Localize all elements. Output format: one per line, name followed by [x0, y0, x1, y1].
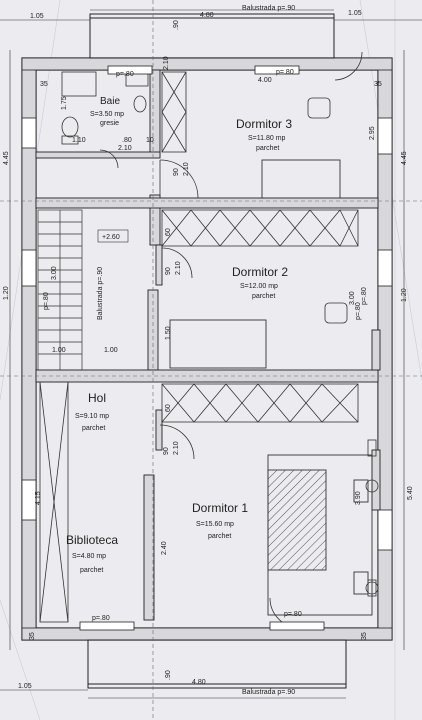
dim-right-445: 4.45 [401, 151, 408, 165]
dim-210b: 2.10 [118, 145, 132, 152]
dim-right-540: 5.40 [407, 486, 414, 500]
window-openings [21, 65, 393, 631]
dim-left-445: 4.45 [3, 151, 10, 165]
room-name: Dormitor 1 [192, 501, 248, 515]
room-area: S=9.10 mp [75, 413, 109, 420]
dim-bottom-90: .90 [165, 670, 172, 680]
room-baie: Baie S=3.50 mp gresie [90, 96, 124, 127]
bathroom-fixtures [61, 69, 149, 145]
dim-bottom-balustrade: Balustrada p=.90 [242, 689, 295, 696]
dimension-lines [0, 9, 422, 699]
dim-100a: 1.00 [52, 347, 66, 354]
room-biblioteca: Biblioteca S=4.80 mp parchet [66, 533, 118, 574]
dim-110: 1.10 [72, 137, 86, 144]
dim-p80c: p=.80 [43, 292, 50, 310]
room-hol: Hol S=9.10 mp parchet [75, 391, 109, 432]
dim-bottom-mid: 4.80 [192, 679, 206, 686]
dim-100b: 1.00 [104, 347, 118, 354]
dim-left-120: 1.20 [3, 286, 10, 300]
dimension-labels: 1.05 4.80 Balustrada p=.90 1.05 .90 1.05… [3, 5, 414, 696]
dim-p80a: p=.80 [116, 71, 134, 78]
room-area: S=11.80 mp [248, 135, 286, 142]
room-name: Dormitor 3 [236, 117, 292, 131]
dim-210: 2.10 [163, 56, 170, 70]
dim-35a: 35 [40, 81, 48, 88]
room-finish: parchet [256, 145, 279, 152]
room-finish: parchet [82, 425, 105, 432]
dim-top-mid: 4.80 [200, 12, 214, 19]
dim-35d: 35 [361, 632, 368, 640]
room-finish: gresie [100, 120, 119, 127]
dim-p80g: p=.80 [355, 302, 362, 320]
dim-top-balustrade: Balustrada p=.90 [242, 5, 295, 12]
bottom-balcony [87, 639, 347, 689]
elevation-tag-box [97, 229, 129, 243]
dim-35c: 35 [29, 632, 36, 640]
dim-p80b: p=.80 [276, 69, 294, 76]
room-finish: parchet [80, 567, 103, 574]
dim-390: 3.90 [355, 491, 362, 505]
dim-210c: 2.10 [175, 261, 182, 275]
stair-balustrade: Balustrada p=.90 [97, 267, 104, 320]
dim-35b: 35 [374, 81, 382, 88]
room-name: Hol [88, 391, 106, 405]
dim-80: .80 [122, 137, 132, 144]
dim-p80d: p=.80 [361, 287, 368, 305]
room-finish: parchet [252, 293, 275, 300]
dim-right-120: 1.20 [401, 288, 408, 302]
dim-240: 2.40 [161, 541, 168, 555]
room-name: Biblioteca [66, 533, 118, 547]
dim-90c: 90 [173, 168, 180, 176]
dim-p80f: p=.80 [284, 611, 302, 618]
dim-bottom-left: 1.05 [18, 683, 32, 690]
dim-210d: 2.10 [173, 441, 180, 455]
dim-175: 1.75 [61, 96, 68, 110]
room-finish: parchet [208, 533, 231, 540]
dim-60b: 60 [165, 404, 172, 412]
dim-300a: 3.00 [51, 266, 58, 280]
room-area: S=3.50 mp [90, 111, 124, 118]
desk-chairs [307, 97, 379, 597]
room-name: Baie [100, 96, 120, 107]
top-balcony [89, 13, 335, 59]
dim-60a: 60 [165, 228, 172, 236]
dim-top-left: 1.05 [30, 13, 44, 20]
room-area: S=15.60 mp [196, 521, 234, 528]
dim-150: 1.50 [165, 326, 172, 340]
room-name: Dormitor 2 [232, 265, 288, 279]
room-dormitor3: Dormitor 3 S=11.80 mp parchet [236, 117, 292, 152]
staircase [37, 209, 83, 371]
dim-top-right: 1.05 [348, 10, 362, 17]
room-area: S=4.80 mp [72, 553, 106, 560]
beds [169, 159, 373, 616]
room-area: S=12.00 mp [240, 283, 278, 290]
dim-10: 10 [146, 137, 154, 144]
dim-top-90: .90 [173, 20, 180, 30]
room-dormitor2: Dormitor 2 S=12.00 mp parchet [232, 265, 288, 300]
elevation-tag: +2.60 [102, 234, 120, 241]
dim-300b: 3.00 [349, 291, 356, 305]
dim-90a: 90 [165, 267, 172, 275]
dim-p80e: p=.80 [92, 615, 110, 622]
dim-415: 4.15 [35, 491, 42, 505]
room-dormitor1: Dormitor 1 S=15.60 mp parchet [192, 501, 248, 540]
dim-400: 4.00 [258, 77, 272, 84]
dim-210e: 2.10 [183, 162, 190, 176]
dim-295: 2.95 [369, 126, 376, 140]
wardrobe-closets [39, 71, 359, 623]
dim-90b: 90 [163, 447, 170, 455]
